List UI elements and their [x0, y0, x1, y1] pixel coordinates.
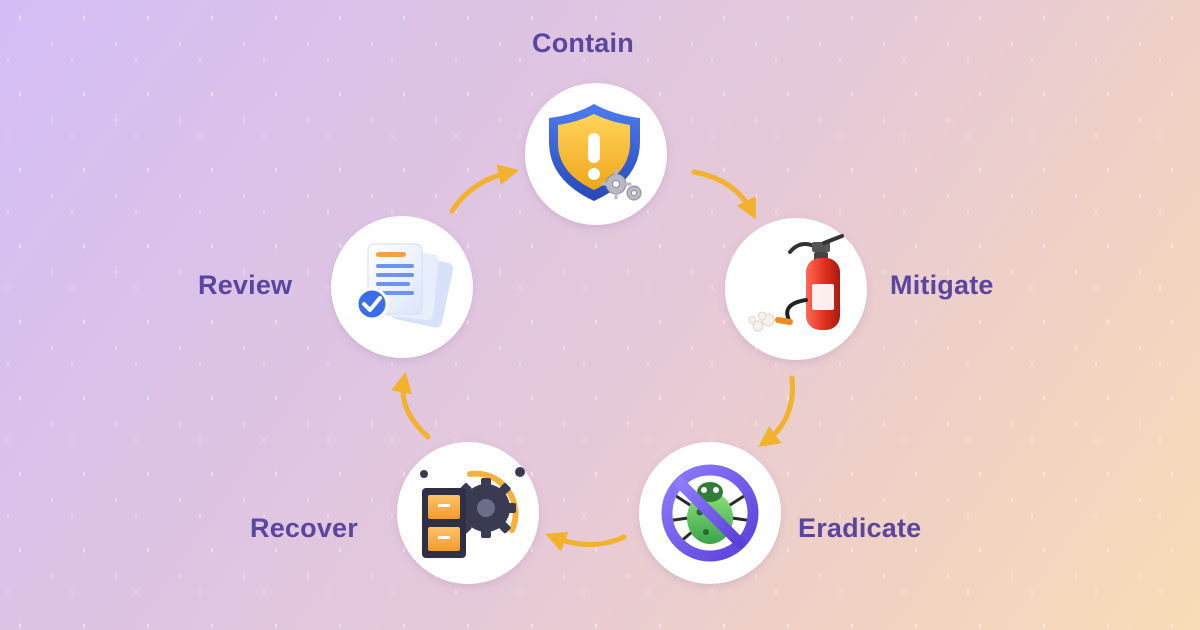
step-label-mitigate: Mitigate: [890, 270, 994, 300]
fire-extinguisher-icon: [748, 234, 844, 332]
arrow-review-to-contain: [449, 164, 520, 214]
step-label-contain: Contain: [532, 28, 634, 58]
step-label-eradicate: Eradicate: [798, 513, 922, 543]
backup-restore-icon: [420, 467, 525, 558]
arrow-mitigate-to-eradicate: [758, 375, 795, 447]
arrow-recover-to-review: [391, 371, 431, 440]
documents-checked-icon: [355, 243, 454, 328]
arrow-contain-to-mitigate: [691, 169, 756, 220]
no-bug-icon: [661, 464, 759, 562]
mitigate-node: [725, 218, 867, 360]
step-label-review: Review: [198, 270, 293, 300]
shield-warning-icon: [549, 104, 642, 201]
arrow-eradicate-to-recover: [545, 531, 627, 552]
step-label-recover: Recover: [250, 513, 358, 543]
